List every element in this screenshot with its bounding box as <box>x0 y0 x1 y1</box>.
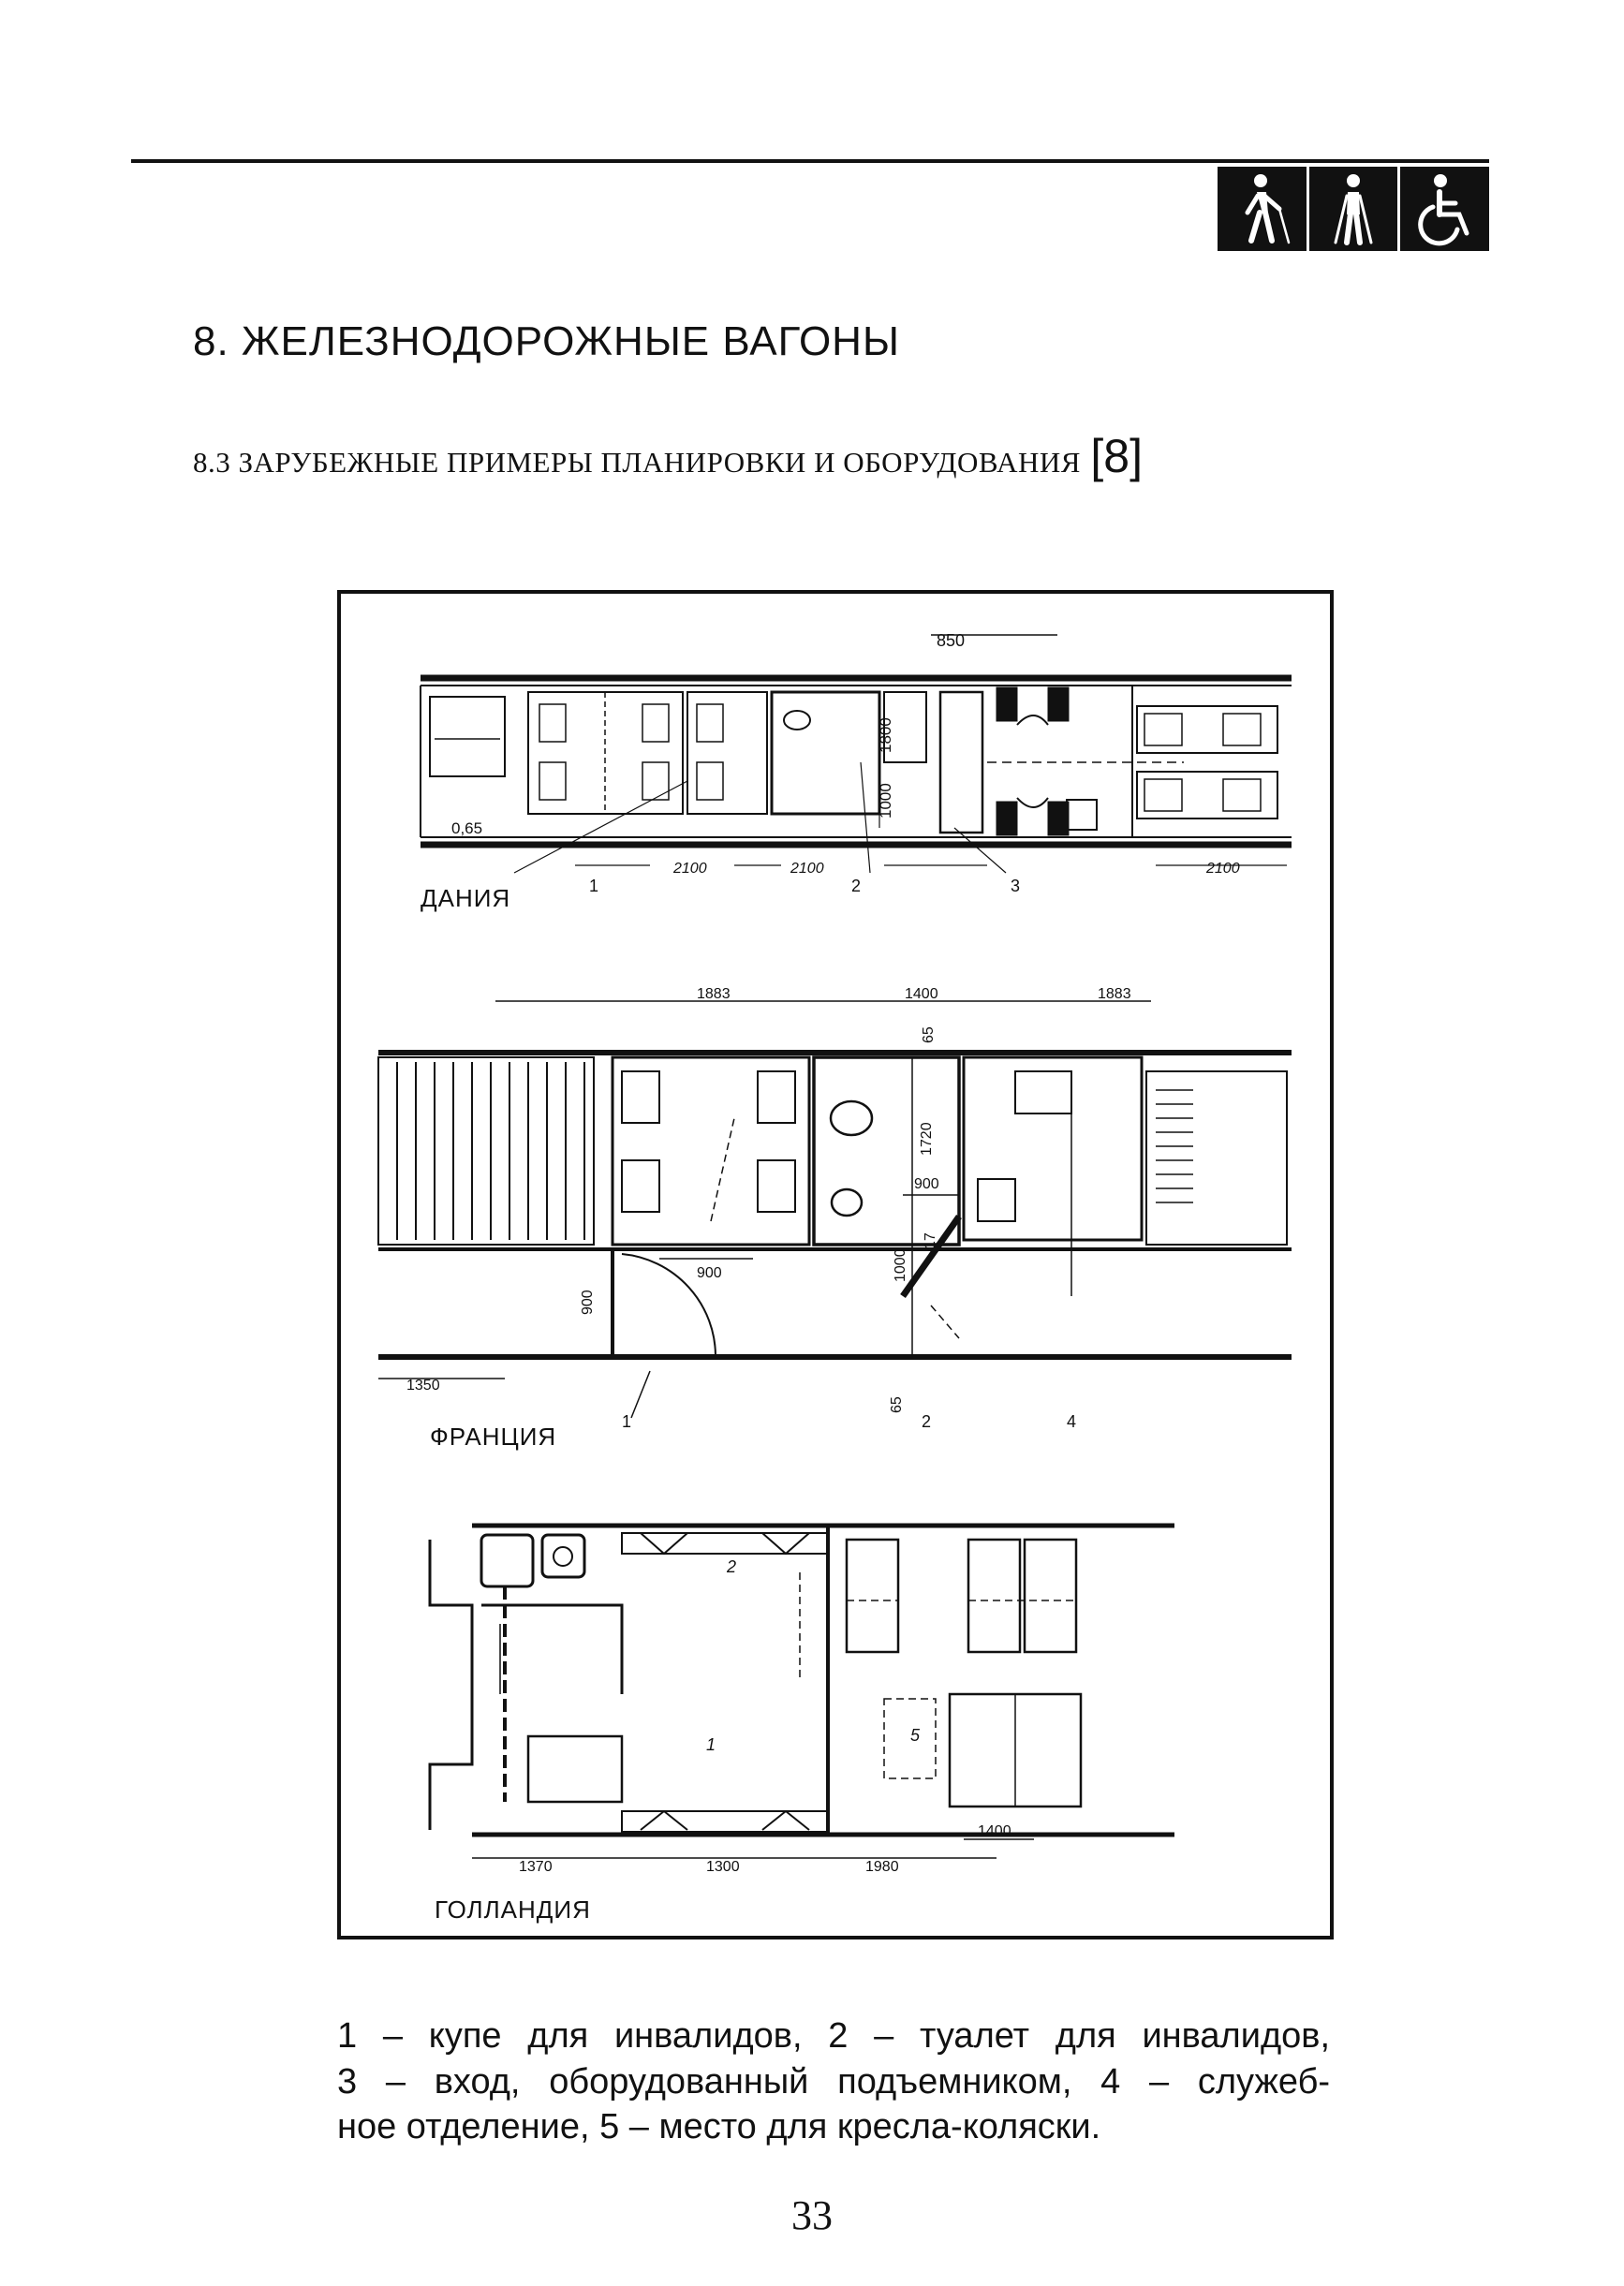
callout-2: 2 <box>851 877 861 895</box>
dim-1800: 1800 <box>877 717 894 753</box>
accessibility-icons <box>1218 167 1489 251</box>
figure-caption: 1 – купе для инвалидов, 2 – туалет для и… <box>337 2013 1330 2150</box>
dim-1400: 1400 <box>905 986 938 1002</box>
dim-65-bottom: 65 <box>889 1396 905 1413</box>
callout-3: 3 <box>1011 877 1020 895</box>
callout-2: 2 <box>922 1412 931 1431</box>
dim-1720: 1720 <box>919 1122 935 1156</box>
callout-4: 4 <box>1067 1412 1076 1431</box>
section-reference: [8] <box>1090 430 1143 482</box>
dim-900-door: 900 <box>580 1290 596 1315</box>
dim-2100-c: 2100 <box>1205 861 1240 877</box>
callout-1: 1 <box>589 877 598 895</box>
label-denmark: ДАНИЯ <box>421 884 511 912</box>
plan-denmark-labels: 850 0,65 1800 1000 2100 2100 2100 1 2 3 <box>451 631 1240 895</box>
callout-1: 1 <box>706 1735 716 1754</box>
dim-1370: 1370 <box>519 1859 553 1875</box>
callout-5: 5 <box>910 1726 921 1745</box>
figure-frame: 850 0,65 1800 1000 2100 2100 2100 1 2 3 <box>337 590 1334 1939</box>
dim-0-65: 0,65 <box>451 819 482 837</box>
dim-1883-left: 1883 <box>697 986 731 1002</box>
plan-france <box>377 1000 1292 1419</box>
dim-2100-b: 2100 <box>790 861 824 877</box>
section-title: 8.3 ЗАРУБЕЖНЫЕ ПРИМЕРЫ ПЛАНИРОВКИ И ОБОР… <box>193 446 1081 479</box>
wheelchair-icon <box>1397 167 1489 251</box>
caption-line: ное отделение, 5 – место для кресла-коля… <box>337 2107 1101 2147</box>
dim-850: 850 <box>937 631 965 650</box>
dim-1980: 1980 <box>865 1859 899 1875</box>
plan-france-labels: 1883 1400 1883 65 1720 900 1000 17 900 9… <box>406 986 1131 1431</box>
label-netherlands: ГОЛЛАНДИЯ <box>435 1895 591 1924</box>
blind-person-cane-icon <box>1218 167 1307 251</box>
dim-17: 17 <box>923 1232 938 1249</box>
caption-line: 1 – купе для инвалидов, 2 – туалет для и… <box>337 2016 1330 2056</box>
dim-900-corridor: 900 <box>697 1265 722 1281</box>
person-with-crutches-icon <box>1306 167 1398 251</box>
dim-2100-a: 2100 <box>672 861 707 877</box>
floor-plan-drawing: 850 0,65 1800 1000 2100 2100 2100 1 2 3 <box>377 631 1292 1875</box>
section-heading: 8.3 ЗАРУБЕЖНЫЕ ПРИМЕРЫ ПЛАНИРОВКИ И ОБОР… <box>193 429 1143 483</box>
dim-1350: 1350 <box>406 1378 440 1394</box>
plan-netherlands-labels: 2 1 5 1370 1300 1980 1400 <box>519 1557 1011 1875</box>
dim-1400: 1400 <box>978 1823 1011 1839</box>
dim-900-wc: 900 <box>914 1176 939 1192</box>
label-france: ФРАНЦИЯ <box>430 1423 557 1451</box>
callout-2: 2 <box>726 1557 736 1576</box>
dim-1000: 1000 <box>877 783 894 819</box>
dim-65-top: 65 <box>921 1026 937 1043</box>
header-rule <box>131 159 1489 163</box>
plan-denmark <box>420 634 1292 874</box>
caption-line: 3 – вход, оборудованный подъемником, 4 –… <box>337 2061 1330 2102</box>
plan-netherlands <box>428 1523 1174 1859</box>
dim-1883-right: 1883 <box>1098 986 1131 1002</box>
callout-1: 1 <box>622 1412 631 1431</box>
dim-1300: 1300 <box>706 1859 740 1875</box>
chapter-title: 8. ЖЕЛЕЗНОДОРОЖНЫЕ ВАГОНЫ <box>193 318 900 364</box>
page-number: 33 <box>791 2192 833 2238</box>
dim-1000-wc: 1000 <box>893 1248 908 1282</box>
